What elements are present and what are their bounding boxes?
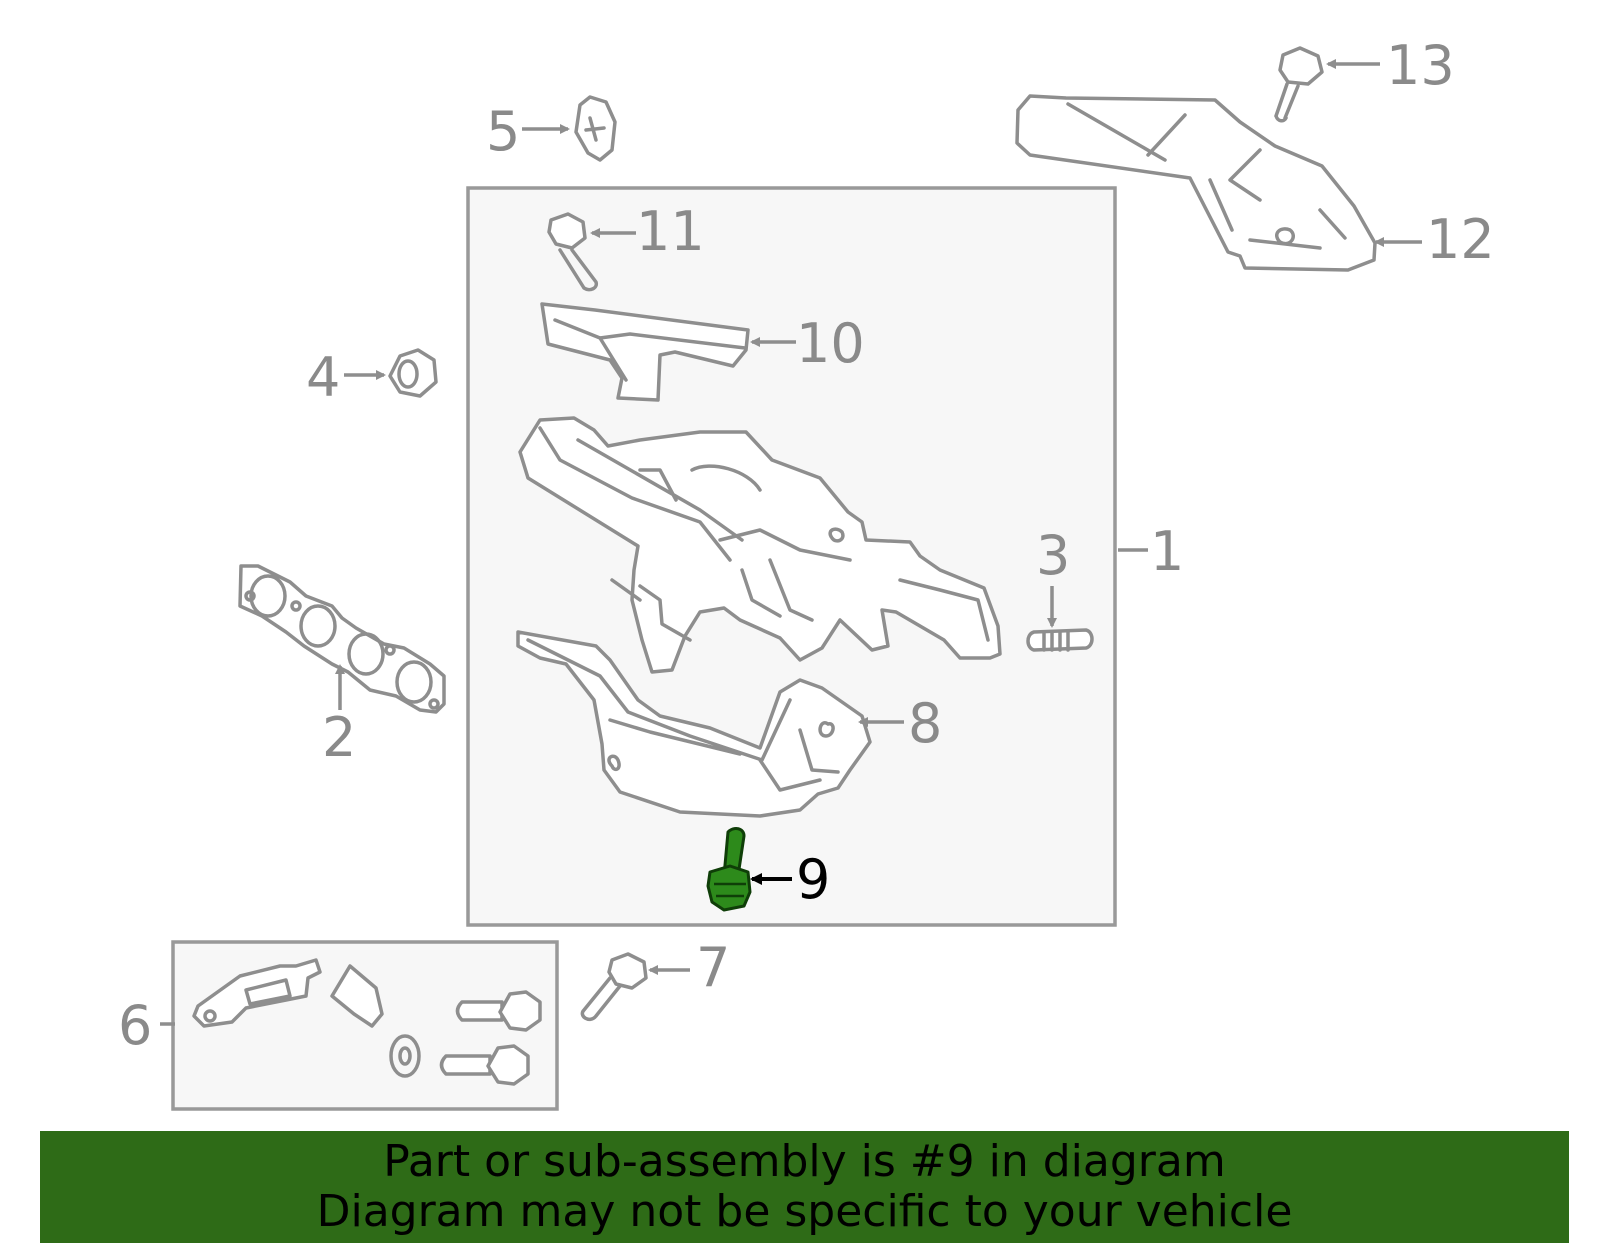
part-3-stud[interactable] xyxy=(1026,586,1094,652)
callout-8: 8 xyxy=(908,692,942,755)
assembly-box-6 xyxy=(171,940,559,1111)
part-12-heat-shield[interactable] xyxy=(1015,94,1422,272)
part-10-heat-shield[interactable] xyxy=(540,302,796,402)
callout-10: 10 xyxy=(796,312,865,375)
part-5-nut[interactable] xyxy=(522,95,617,162)
callout-6: 6 xyxy=(118,994,152,1057)
banner-line-2: Diagram may not be specific to your vehi… xyxy=(316,1186,1293,1237)
part-9-bolt[interactable] xyxy=(706,827,792,912)
callout-13: 13 xyxy=(1386,34,1455,97)
part-8-heat-shield[interactable] xyxy=(516,630,904,818)
part-4-nut[interactable] xyxy=(344,348,438,398)
banner-line-1: Part or sub-assembly is #9 in diagram xyxy=(383,1136,1226,1187)
part-13-bolt[interactable] xyxy=(1274,46,1380,123)
part-11-bolt[interactable] xyxy=(547,212,636,292)
part-6-bracket-kit[interactable] xyxy=(160,958,542,1086)
part-2-gasket[interactable] xyxy=(238,564,446,714)
part-7-bolt[interactable] xyxy=(580,952,690,1022)
part-info-banner: Part or sub-assembly is #9 in diagram Di… xyxy=(40,1131,1569,1243)
callout-9: 9 xyxy=(796,848,830,911)
callout-7: 7 xyxy=(696,936,730,999)
callout-3: 3 xyxy=(1036,524,1070,587)
callout-1: 1 xyxy=(1150,520,1184,583)
callout-11: 11 xyxy=(636,200,705,263)
callout-2: 2 xyxy=(322,706,356,769)
callout-12: 12 xyxy=(1426,208,1495,271)
part-1-exhaust-manifold[interactable] xyxy=(518,416,1148,674)
callout-5: 5 xyxy=(486,100,520,163)
callout-4: 4 xyxy=(306,346,340,409)
